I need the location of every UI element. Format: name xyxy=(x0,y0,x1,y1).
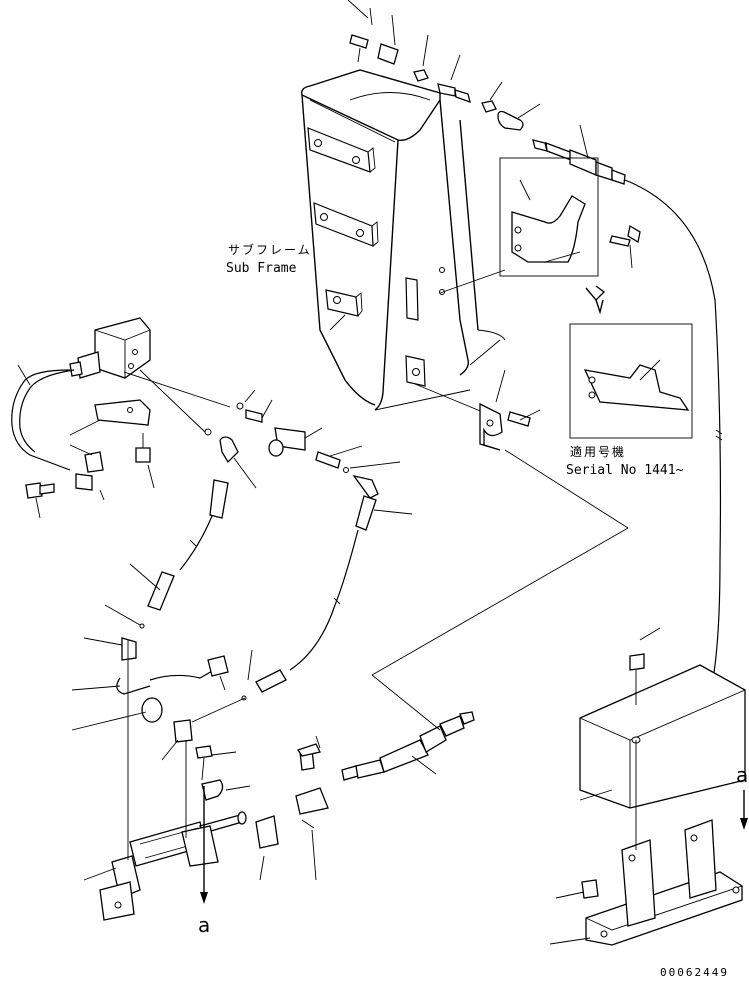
ref-label-right: a xyxy=(736,763,748,787)
top-fasteners xyxy=(347,0,626,185)
left-hose xyxy=(11,369,71,471)
bracket-inset-1 xyxy=(439,157,641,294)
ref-arrow-left xyxy=(200,786,208,904)
pressure-switch-assembly xyxy=(71,637,251,801)
cable-break-mark xyxy=(715,429,723,441)
drawing-code: 00062449 xyxy=(660,966,729,979)
frame-bracket xyxy=(479,369,629,529)
control-cable xyxy=(624,179,722,721)
serial-label-en: Serial No 1441~ xyxy=(566,463,684,478)
hydraulic-cylinder xyxy=(83,640,247,921)
box-stand xyxy=(549,740,743,946)
subframe-label-en: Sub Frame xyxy=(226,261,297,276)
middle-fittings xyxy=(204,389,413,531)
inset-arrow xyxy=(585,285,606,315)
hose-assemblies xyxy=(104,479,359,693)
cover-box xyxy=(579,627,746,809)
sub-frame xyxy=(300,69,506,416)
valve-box xyxy=(69,317,231,433)
ref-label-left: a xyxy=(198,913,210,937)
serial-label-jp: 適用号機 xyxy=(570,444,626,459)
subframe-label-jp: サブフレーム xyxy=(228,242,312,257)
left-brackets xyxy=(25,399,155,519)
cable-end-assembly xyxy=(255,527,629,881)
ref-arrow-right xyxy=(740,790,748,830)
left-hose-inner xyxy=(19,369,75,453)
bracket-inset-2 xyxy=(569,323,693,439)
